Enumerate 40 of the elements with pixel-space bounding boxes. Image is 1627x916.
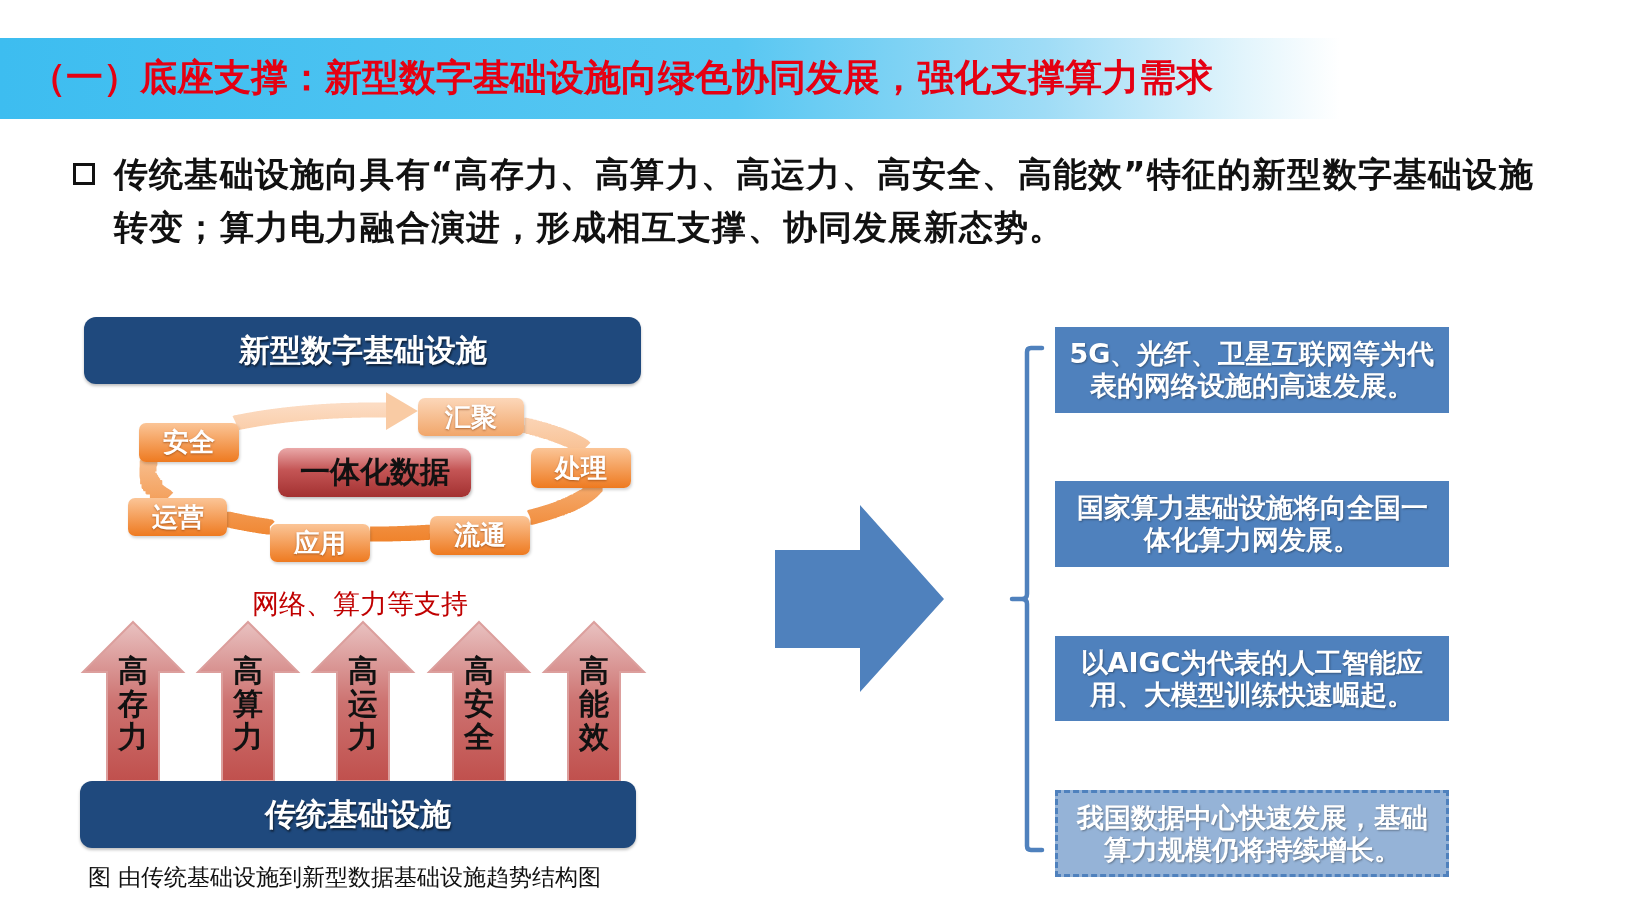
stage-label: 运营: [151, 500, 204, 534]
info-card: [1055, 481, 1449, 567]
support-note: 网络、算力等支持: [252, 588, 468, 620]
block-arrow: [195, 620, 301, 782]
layer-banner: [84, 317, 641, 384]
arrow-label: 高运力: [348, 654, 378, 753]
stage-tag: [430, 516, 530, 555]
figure-caption: 图 由传统基础设施到新型数据基础设施趋势结构图: [88, 863, 602, 892]
stage-tag: [418, 398, 524, 436]
stage-label: 流通: [454, 519, 506, 552]
block-arrow: [310, 620, 416, 782]
arrow-label: 高安全: [464, 654, 494, 753]
card-text: 5G、光纤、卫星互联网等为代表的网络设施的高速发展。: [1068, 338, 1436, 402]
block-arrow: [80, 620, 186, 782]
core-label: 一体化数据: [299, 453, 450, 491]
stage-label: 处理: [555, 451, 607, 485]
arrow-label: 高存力: [118, 654, 148, 753]
info-card: [1055, 327, 1449, 413]
card-text: 国家算力基础设施将向全国一体化算力网发展。: [1075, 492, 1429, 556]
stage-label: 安全: [163, 426, 215, 459]
banner-label: 传统基础设施: [265, 794, 451, 834]
card-text: 以AIGC为代表的人工智能应用、大模型训练快速崛起。: [1079, 646, 1425, 711]
bullet-text: 传统基础设施向具有“高存力、高算力、高运力、高安全、高能效”特征的新型数字基础设施转变；算力电力融合演进，形成相互支撑、协同发展新态势。: [114, 153, 1535, 249]
arrow-label: 高能效: [579, 654, 609, 753]
stage-tag: [531, 448, 631, 488]
stage-tag: [128, 498, 227, 536]
card-text: 我国数据中心快速发展，基础算力规模仍将持续增长。: [1075, 801, 1429, 866]
layer-banner: [80, 781, 636, 848]
block-arrow: [426, 620, 532, 782]
info-card: [1055, 790, 1449, 877]
stage-tag: [270, 524, 370, 562]
core-tag: [278, 448, 471, 497]
stage-label: 应用: [294, 526, 346, 560]
banner-label: 新型数字基础设施: [238, 330, 487, 370]
info-card: [1055, 636, 1449, 721]
stage-tag: [139, 423, 239, 462]
arrow-label: 高算力: [233, 654, 263, 753]
block-arrow: [541, 620, 647, 782]
slide-title: （一）底座支撑：新型数字基础设施向绿色协同发展，强化支撑算力需求: [29, 56, 1213, 101]
stage-label: 汇聚: [445, 400, 497, 434]
